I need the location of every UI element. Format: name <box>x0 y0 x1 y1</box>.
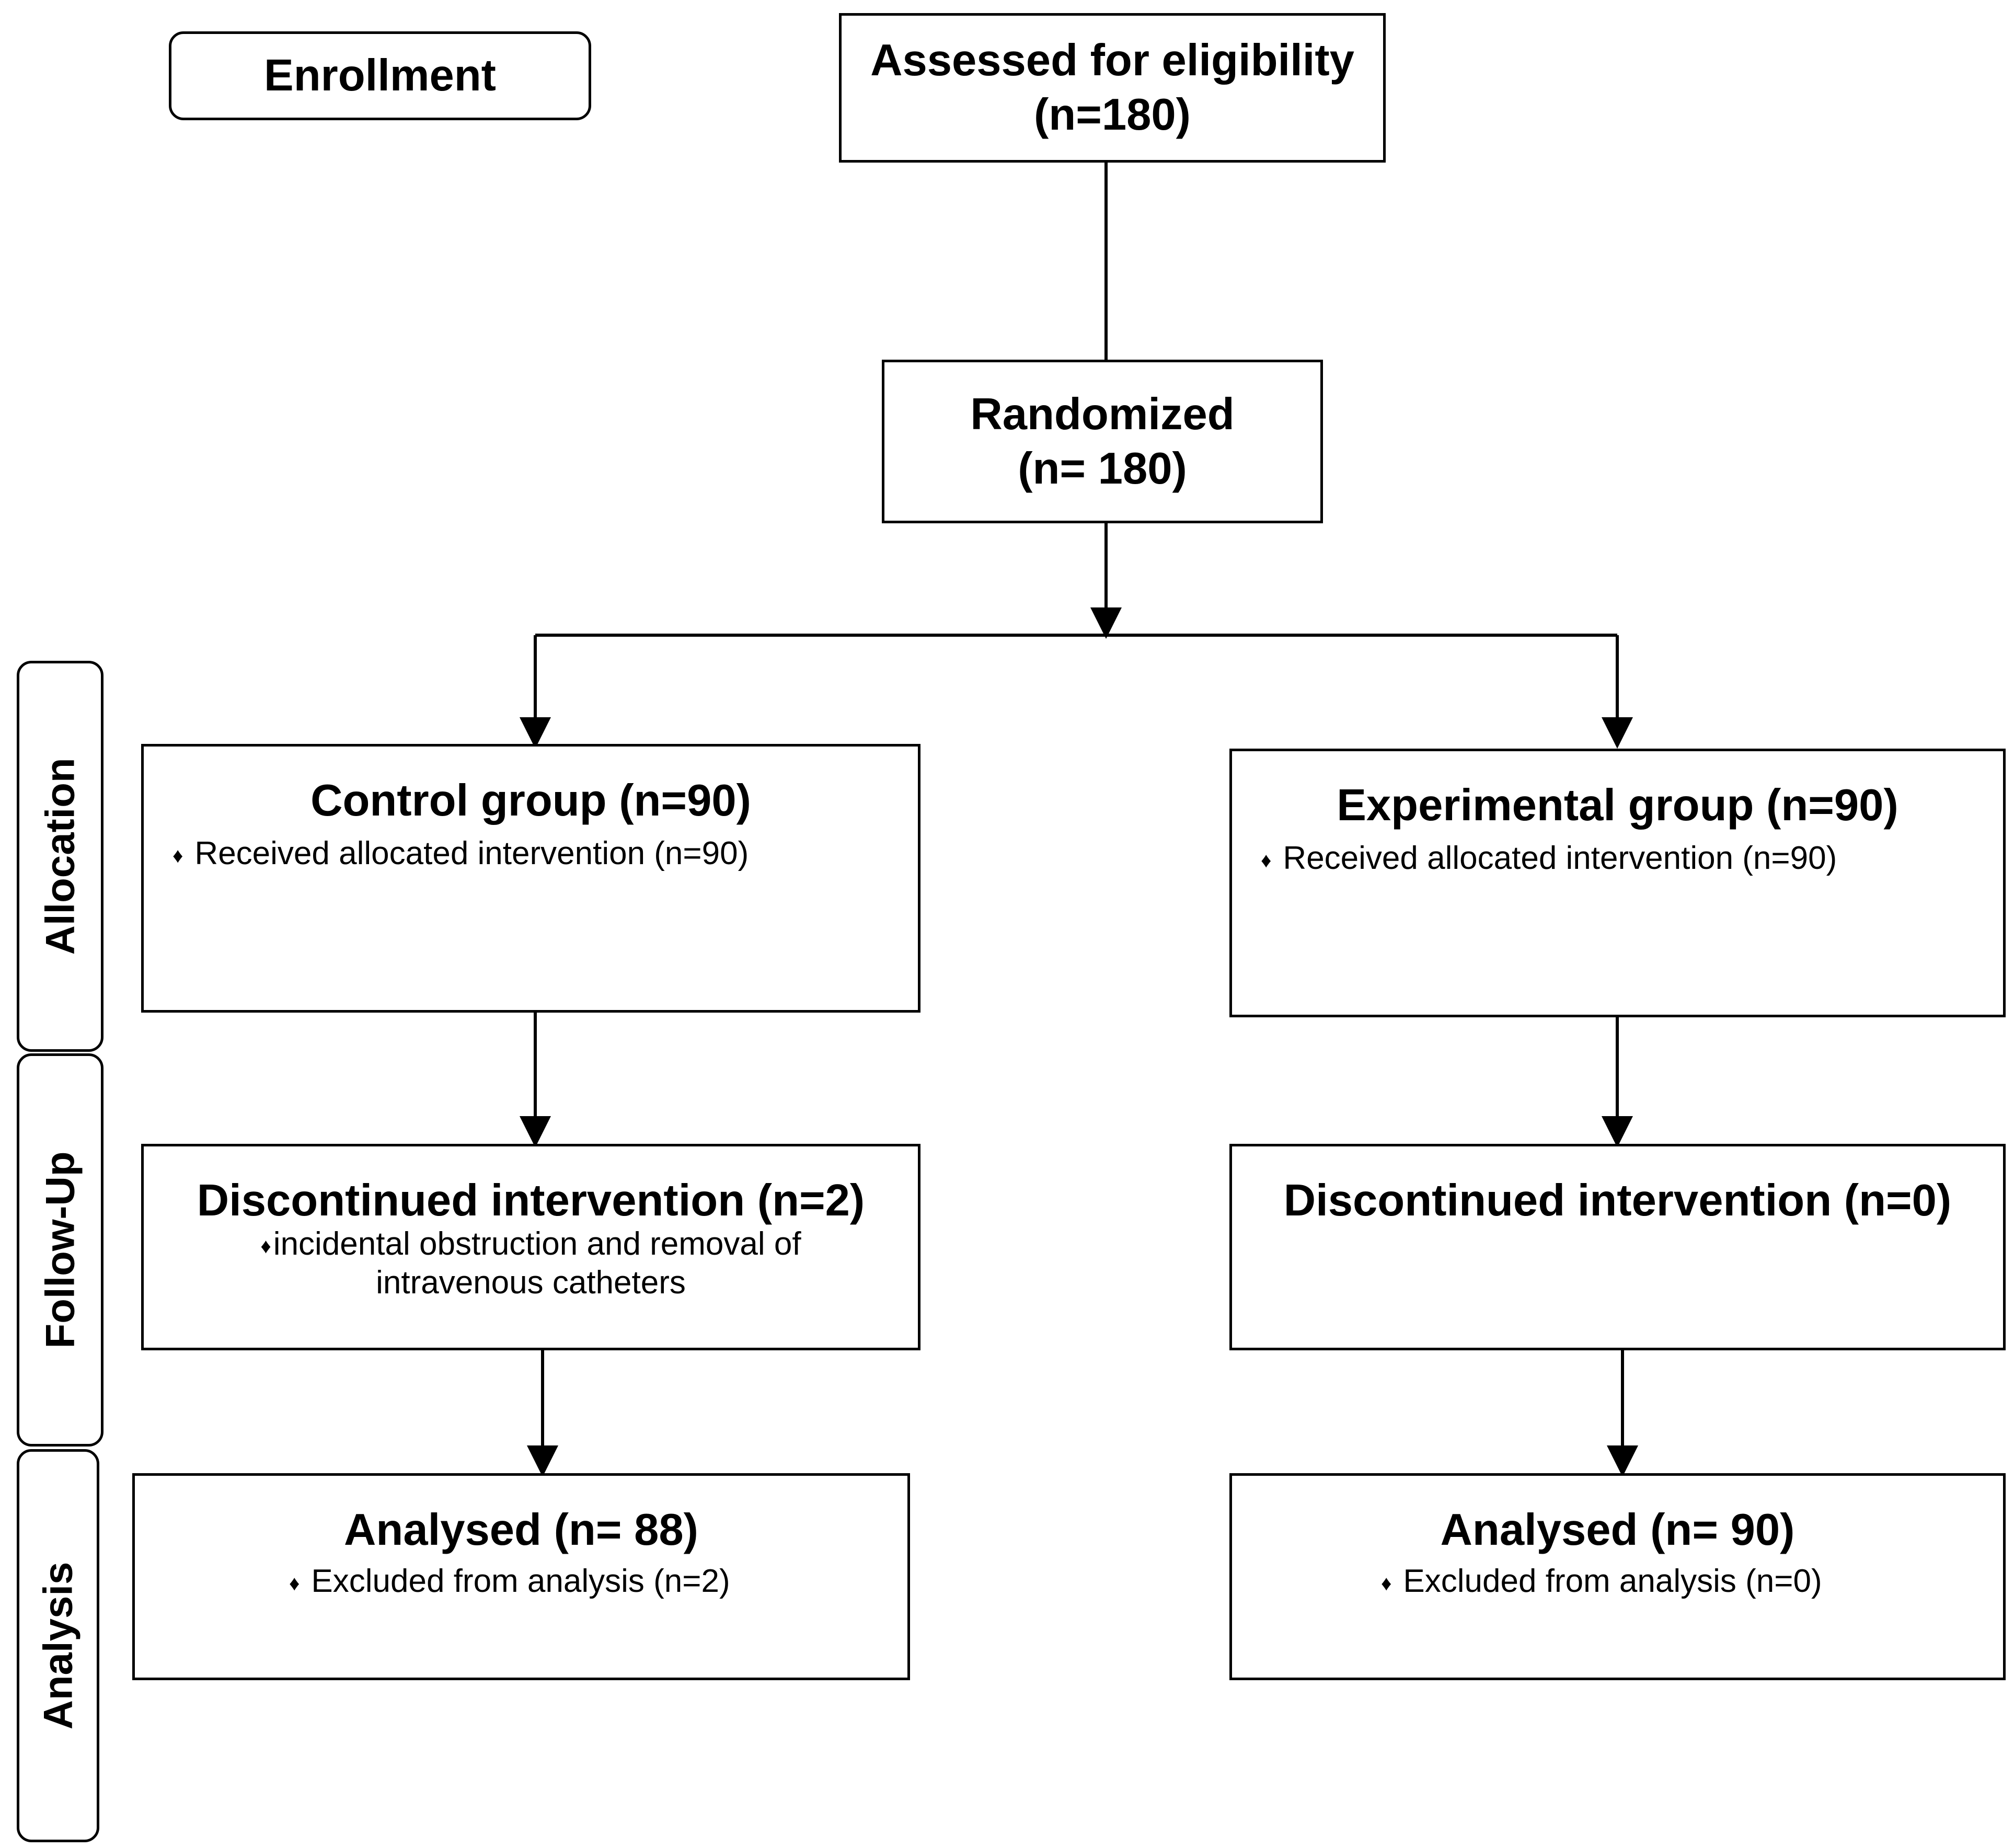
control-allocation-title: Control group (n=90) <box>310 776 751 825</box>
bullet-diamond-icon: ♦ <box>1261 848 1272 872</box>
bullet-diamond-icon: ♦ <box>172 844 183 867</box>
experimental-followup-box: Discontinued intervention (n=0) <box>1229 1144 2006 1350</box>
control-followup-reason-line2: intravenous catheters <box>376 1265 686 1301</box>
randomized-box: Randomized (n= 180) <box>882 360 1323 523</box>
stage-allocation: Allocation <box>17 661 103 1052</box>
assessed-count: (n=180) <box>1034 90 1191 140</box>
experimental-allocation-item: ♦ Received allocated intervention (n=90) <box>1261 839 1837 878</box>
control-allocation-item: ♦ Received allocated intervention (n=90) <box>172 834 749 873</box>
control-followup-reason: ♦incidental obstruction and removal of i… <box>144 1225 918 1303</box>
experimental-analysis-item-text: Excluded from analysis (n=0) <box>1403 1563 1822 1599</box>
experimental-allocation-item-text: Received allocated intervention (n=90) <box>1283 840 1837 876</box>
bullet-diamond-icon: ♦ <box>260 1234 271 1258</box>
randomized-title: Randomized <box>970 389 1235 439</box>
experimental-allocation-title: Experimental group (n=90) <box>1337 780 1898 830</box>
control-analysis-box: Analysed (n= 88) ♦ Excluded from analysis… <box>132 1473 910 1680</box>
assessed-title: Assessed for eligibility <box>870 36 1354 86</box>
control-analysis-item: ♦ Excluded from analysis (n=2) <box>289 1562 730 1601</box>
stage-follow-up-label: Follow-Up <box>37 1151 83 1349</box>
stage-follow-up: Follow-Up <box>17 1053 103 1447</box>
stage-enrollment-label: Enrollment <box>264 51 496 101</box>
stage-allocation-label: Allocation <box>37 757 83 955</box>
stage-enrollment: Enrollment <box>169 31 591 120</box>
bullet-diamond-icon: ♦ <box>1381 1571 1392 1595</box>
control-allocation-box: Control group (n=90) ♦ Received allocated… <box>141 744 920 1013</box>
randomized-count: (n= 180) <box>1018 443 1187 493</box>
control-followup-box: Discontinued intervention (n=2) ♦inciden… <box>141 1144 920 1350</box>
bullet-diamond-icon: ♦ <box>289 1571 300 1595</box>
stage-analysis: Analysis <box>17 1449 99 1842</box>
experimental-allocation-box: Experimental group (n=90) ♦ Received allo… <box>1229 749 2006 1017</box>
stage-analysis-label: Analysis <box>34 1562 81 1730</box>
experimental-followup-title: Discontinued intervention (n=0) <box>1283 1176 1952 1225</box>
assessed-for-eligibility-box: Assessed for eligibility (n=180) <box>839 13 1386 163</box>
experimental-analysis-box: Analysed (n= 90) ♦ Excluded from analysis… <box>1229 1473 2006 1680</box>
control-followup-title: Discontinued intervention (n=2) <box>197 1176 865 1225</box>
experimental-analysis-item: ♦ Excluded from analysis (n=0) <box>1381 1562 1822 1601</box>
control-followup-reason-line1: incidental obstruction and removal of <box>273 1226 801 1262</box>
control-allocation-item-text: Received allocated intervention (n=90) <box>194 835 749 871</box>
control-analysis-title: Analysed (n= 88) <box>344 1505 698 1555</box>
control-analysis-item-text: Excluded from analysis (n=2) <box>311 1563 730 1599</box>
experimental-analysis-title: Analysed (n= 90) <box>1440 1505 1795 1555</box>
